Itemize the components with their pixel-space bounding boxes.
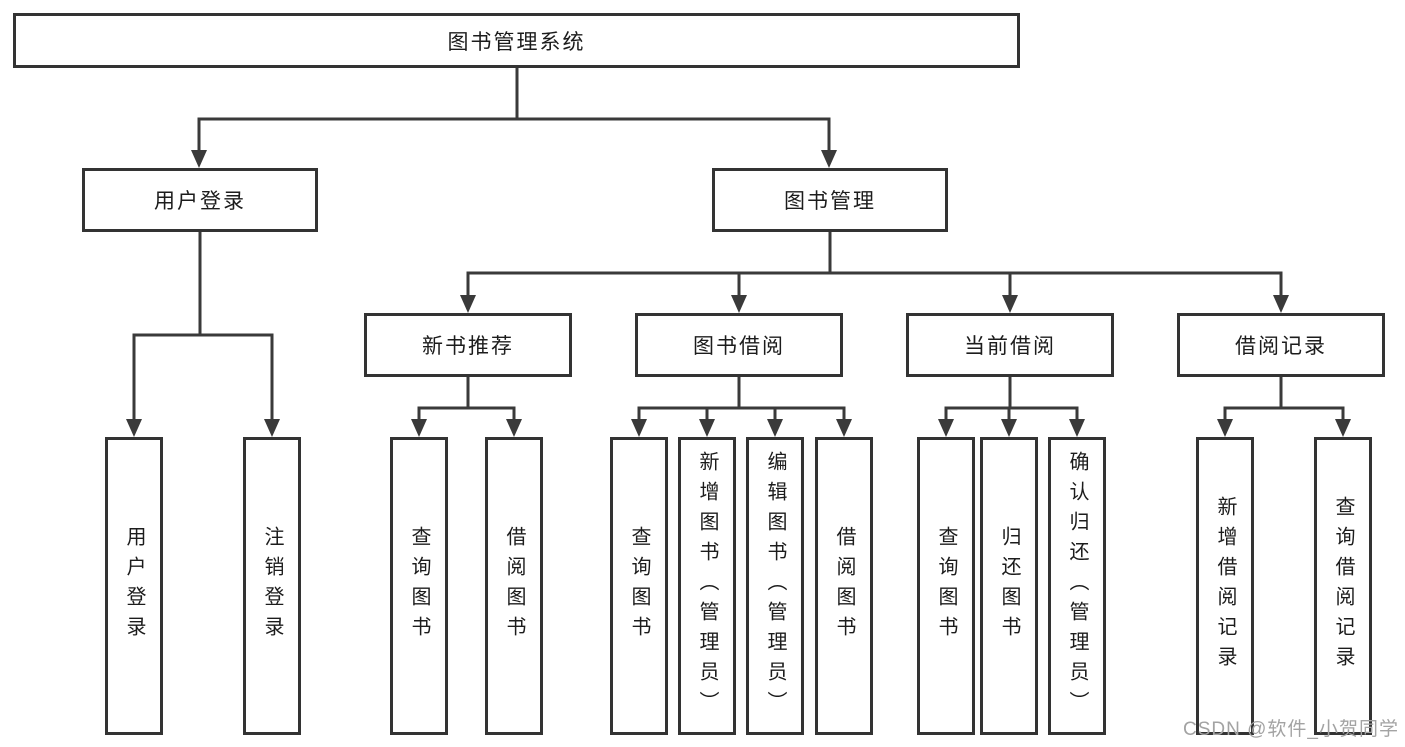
leaf-edit-books-admin-label: 编辑图书（管理员） — [764, 451, 786, 721]
leaf-logout-label: 注销登录 — [261, 526, 283, 646]
node-borrowing-records-label: 借阅记录 — [1235, 335, 1327, 358]
node-current-borrowing: 当前借阅 — [906, 313, 1114, 377]
leaf-query-borrow-record-label: 查询借阅记录 — [1332, 496, 1354, 676]
csdn-watermark: CSDN @软件_小贺同学 — [1183, 719, 1399, 740]
leaf-return-books: 归还图书 — [980, 437, 1038, 735]
leaf-edit-books-admin: 编辑图书（管理员） — [746, 437, 804, 735]
node-book-borrowing: 图书借阅 — [635, 313, 843, 377]
node-new-book-recommend: 新书推荐 — [364, 313, 572, 377]
leaf-newbook-query-books-label: 查询图书 — [408, 526, 430, 646]
leaf-user-login-label: 用户登录 — [123, 526, 145, 646]
leaf-borrow-books: 借阅图书 — [815, 437, 873, 735]
leaf-newbook-borrow-books: 借阅图书 — [485, 437, 543, 735]
leaf-query-borrow-record: 查询借阅记录 — [1314, 437, 1372, 735]
leaf-user-login: 用户登录 — [105, 437, 163, 735]
leaf-borrow-query-books: 查询图书 — [610, 437, 668, 735]
leaf-confirm-return-admin-label: 确认归还（管理员） — [1066, 451, 1088, 721]
leaf-borrow-books-label: 借阅图书 — [833, 526, 855, 646]
node-current-borrowing-label: 当前借阅 — [964, 335, 1056, 358]
leaf-add-books-admin-label: 新增图书（管理员） — [696, 451, 718, 721]
leaf-add-borrow-record-label: 新增借阅记录 — [1214, 496, 1236, 676]
leaf-return-books-label: 归还图书 — [998, 526, 1020, 646]
node-root-label: 图书管理系统 — [447, 30, 586, 54]
leaf-add-books-admin: 新增图书（管理员） — [678, 437, 736, 735]
leaf-add-borrow-record: 新增借阅记录 — [1196, 437, 1254, 735]
leaf-logout: 注销登录 — [243, 437, 301, 735]
leaf-current-query-books: 查询图书 — [917, 437, 975, 735]
node-root: 图书管理系统 — [13, 13, 1020, 68]
node-user-login-label: 用户登录 — [154, 190, 246, 213]
leaf-newbook-query-books: 查询图书 — [390, 437, 448, 735]
node-user-login: 用户登录 — [82, 168, 318, 232]
leaf-borrow-query-books-label: 查询图书 — [628, 526, 650, 646]
connector-lines — [132, 66, 1345, 422]
node-borrowing-records: 借阅记录 — [1177, 313, 1385, 377]
node-new-book-recommend-label: 新书推荐 — [422, 335, 514, 358]
leaf-newbook-borrow-books-label: 借阅图书 — [503, 526, 525, 646]
leaf-confirm-return-admin: 确认归还（管理员） — [1048, 437, 1106, 735]
leaf-current-query-books-label: 查询图书 — [935, 526, 957, 646]
node-book-management-label: 图书管理 — [784, 190, 876, 213]
node-book-borrowing-label: 图书借阅 — [693, 335, 785, 358]
node-book-management: 图书管理 — [712, 168, 948, 232]
